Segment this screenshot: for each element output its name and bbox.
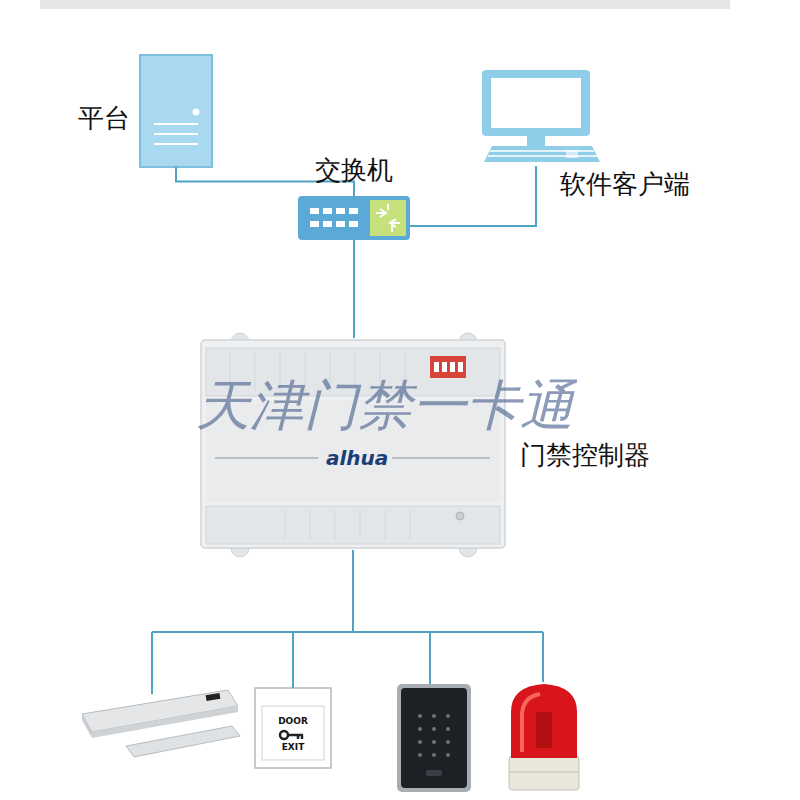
controller-case [201, 340, 505, 548]
armature-plate [126, 726, 240, 757]
server-node: 平台 [140, 55, 212, 167]
keypad [418, 714, 450, 757]
key-symbol [288, 735, 303, 739]
dip-key [450, 362, 455, 372]
key [446, 753, 450, 757]
node-label: 软件客户端 [560, 167, 690, 202]
dip-key [442, 362, 447, 372]
panel-line [392, 458, 490, 459]
switch-port [336, 208, 345, 214]
card-reader [397, 684, 471, 792]
alarm-base-line [509, 772, 579, 773]
server-slot [154, 123, 198, 125]
server-body [140, 55, 212, 167]
reader-frame [397, 684, 471, 792]
node-label: 平台 [78, 101, 130, 136]
bus-wire [151, 632, 153, 694]
controller-node: 门禁控制器 [200, 338, 506, 550]
exit-button-node: DOOR EXIT [255, 688, 331, 768]
lock-logo [206, 693, 221, 701]
card-zone [426, 770, 442, 776]
node-label: 交换机 [315, 153, 393, 188]
keyboard-row [488, 155, 597, 157]
network-wire [353, 240, 355, 338]
button-plate [255, 688, 331, 768]
switch-body [298, 196, 410, 240]
magnetic-lock [82, 690, 240, 757]
node-label: 门禁控制器 [520, 438, 650, 473]
monitor-screen [491, 78, 581, 128]
bus-wire [542, 632, 544, 682]
switch-port [310, 221, 319, 227]
key [446, 740, 450, 744]
switch-arrows [376, 204, 400, 232]
switch-port [323, 208, 332, 214]
server-icon [140, 55, 212, 167]
key [432, 714, 436, 718]
alarm-light [509, 684, 579, 790]
monitor [482, 70, 590, 136]
alarm-base [509, 756, 579, 790]
client-node: 软件客户端 [480, 68, 592, 166]
reader-face [401, 688, 467, 788]
key [446, 727, 450, 731]
network-wire [293, 550, 353, 688]
dip-switch [430, 356, 466, 378]
dome-reflector [536, 712, 552, 748]
keyboard-key [566, 150, 578, 158]
switch-icon [298, 196, 410, 240]
key [418, 727, 422, 731]
key [418, 714, 422, 718]
device-wires [152, 632, 543, 694]
key [418, 740, 422, 744]
button-caption: EXIT [282, 742, 305, 752]
switch-port [310, 208, 319, 214]
key [418, 753, 422, 757]
keyboard [484, 146, 600, 162]
switch-port [349, 208, 358, 214]
switch-node: 交换机 [298, 196, 410, 240]
switch-port [323, 221, 332, 227]
key [432, 727, 436, 731]
panel-line [215, 458, 318, 459]
monitor-stand [527, 136, 545, 146]
network-wire [410, 166, 536, 226]
watermark: 天津门禁一卡通 [196, 376, 574, 436]
computer-icon [482, 70, 600, 162]
switch-port [336, 221, 345, 227]
server-slot [154, 143, 198, 145]
brand-logo: alhua [326, 446, 388, 470]
indicator-led [456, 512, 464, 520]
server-slot [154, 133, 198, 135]
dip-key [458, 362, 463, 372]
key [432, 740, 436, 744]
switch-port [349, 221, 358, 227]
key [432, 753, 436, 757]
lock-side [82, 714, 92, 738]
terminal-strip [206, 506, 500, 544]
key [446, 714, 450, 718]
keyboard-row [490, 150, 594, 152]
button-face [262, 706, 324, 760]
exit-button [255, 688, 331, 768]
button-caption: DOOR [278, 716, 308, 726]
alarm-dome [511, 684, 577, 758]
terminal-grid [285, 510, 410, 540]
switch-panel [370, 200, 406, 236]
bus-wire [429, 632, 431, 686]
header-bar [40, 0, 730, 9]
key-symbol [280, 731, 288, 739]
server-led [193, 109, 200, 116]
controller-illustration [201, 333, 505, 557]
dip-key [434, 362, 439, 372]
